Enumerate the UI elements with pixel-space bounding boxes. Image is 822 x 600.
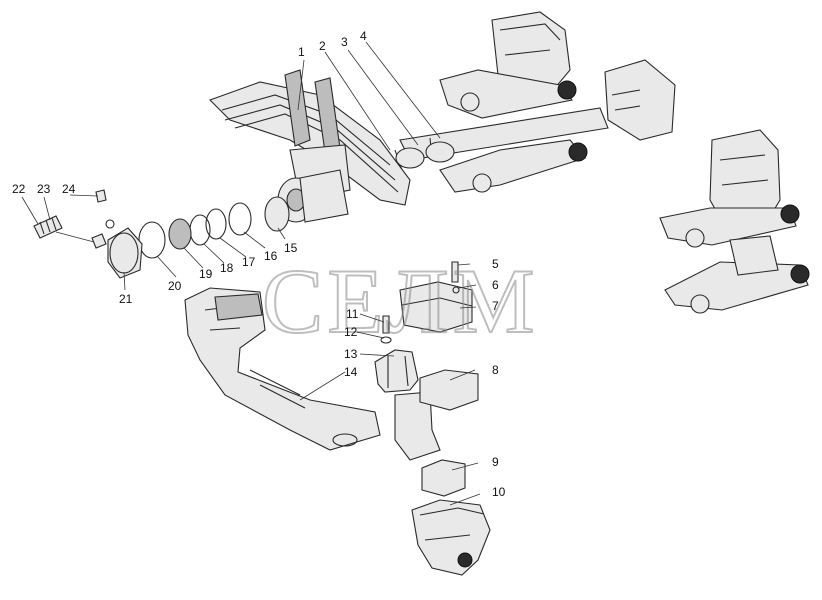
ring-17: [205, 208, 227, 240]
hub-assembly: [107, 169, 349, 279]
callout-14: 14: [344, 365, 358, 379]
callout-1: 1: [298, 45, 305, 59]
bracket-7: [399, 261, 473, 333]
callout-7: 7: [492, 299, 499, 313]
callout-18: 18: [220, 261, 234, 275]
leader-lines: [21, 41, 481, 506]
callout-12: 12: [344, 325, 358, 339]
rod-end-bolt-icon: [557, 80, 577, 100]
callout-22: 22: [12, 182, 26, 196]
callout-24: 24: [62, 182, 76, 196]
ring-16: [228, 202, 252, 236]
pad-8: [419, 369, 479, 411]
callout-19: 19: [199, 267, 213, 281]
gasket-20: [138, 221, 166, 259]
callout-17: 17: [242, 255, 256, 269]
callout-5: 5: [492, 257, 499, 271]
callout-4: 4: [360, 29, 367, 43]
callout-6: 6: [492, 278, 499, 292]
callout-9: 9: [492, 455, 499, 469]
ring-19: [168, 218, 192, 250]
callout-16: 16: [264, 249, 278, 263]
right-rod-assembly: [659, 129, 810, 314]
callout-10: 10: [492, 485, 506, 499]
pad-9: [421, 459, 466, 497]
ring-15: [264, 196, 290, 232]
frame-bracket: [184, 287, 441, 461]
callout-2: 2: [319, 39, 326, 53]
callout-13: 13: [344, 347, 358, 361]
callout-21: 21: [119, 292, 133, 306]
clamp-13: [374, 349, 419, 393]
watermark-text: СЕЛМ: [262, 250, 539, 352]
callout-8: 8: [492, 363, 499, 377]
callout-23: 23: [37, 182, 51, 196]
callout-3: 3: [341, 35, 348, 49]
cap-21: [107, 227, 143, 279]
callout-11: 11: [346, 307, 359, 321]
callout-labels: 1 2 3 4 5 6 7 8 9 10 11 12 13 14 15 16 1…: [12, 29, 506, 499]
upper-rod-assembly: [394, 11, 676, 193]
fasteners-22-24: [33, 189, 115, 249]
callout-20: 20: [168, 279, 182, 293]
callout-15: 15: [284, 241, 298, 255]
bolt-11-12: [380, 315, 392, 344]
bracket-10: [411, 499, 491, 576]
